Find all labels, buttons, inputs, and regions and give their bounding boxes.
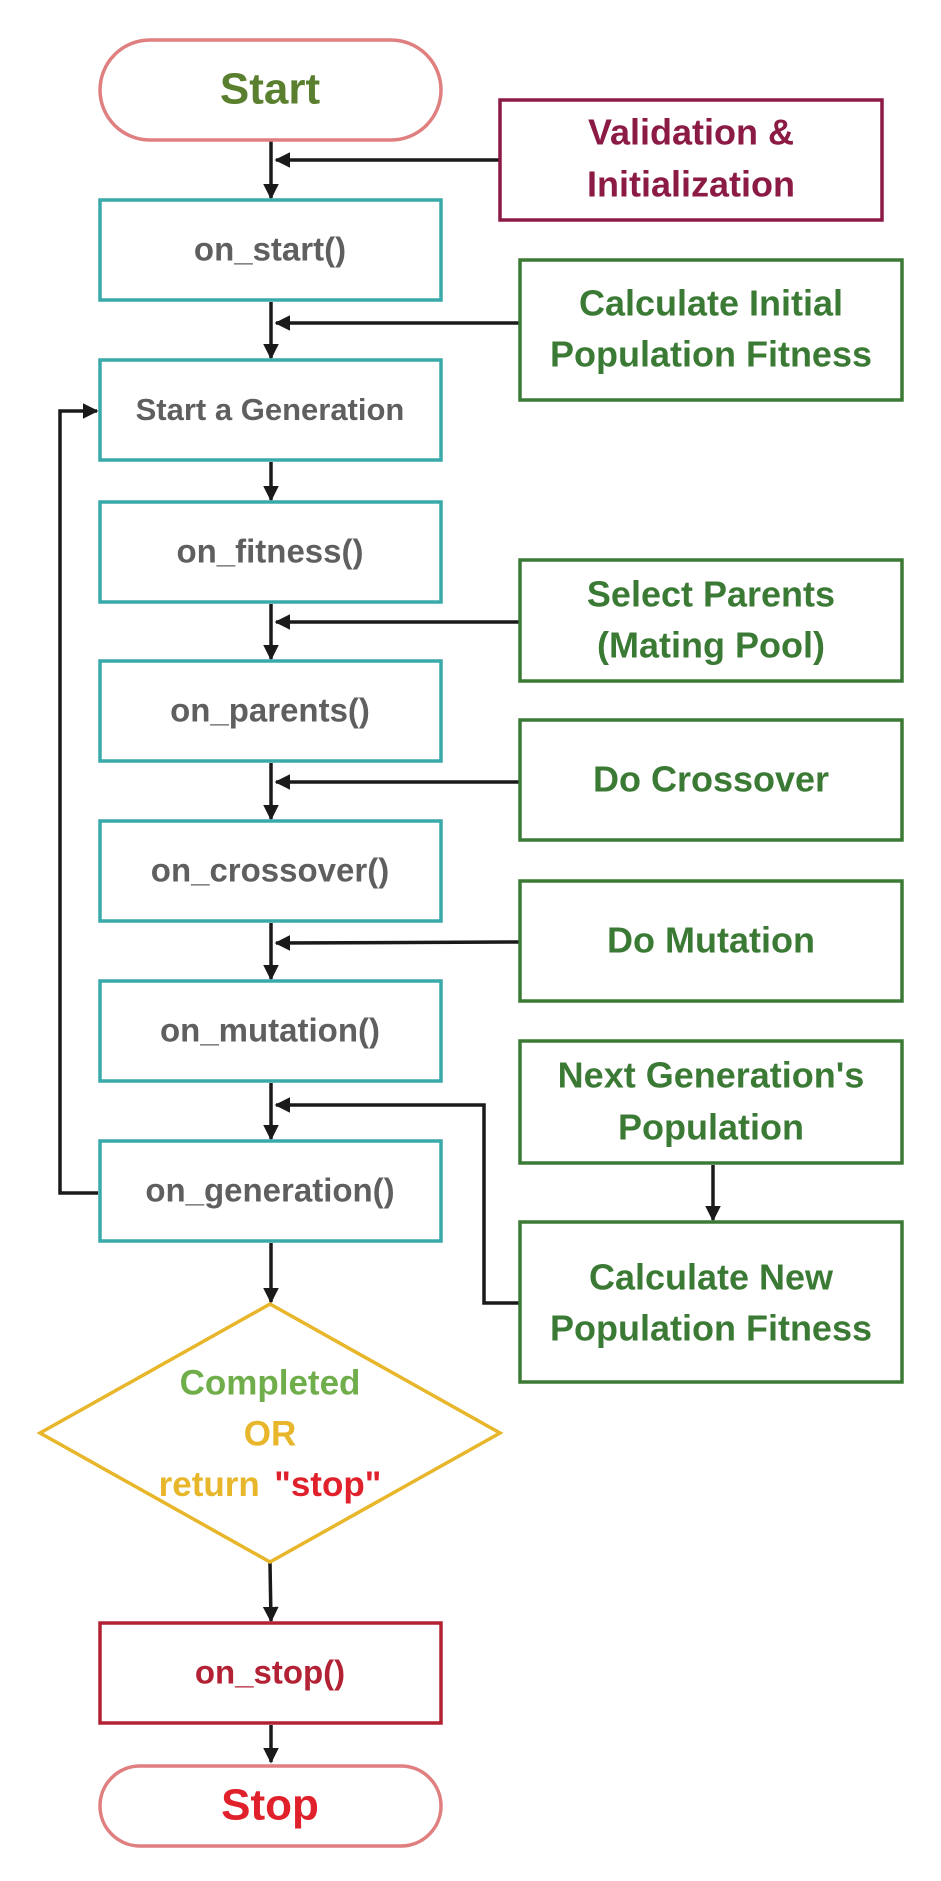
validation-node: Validation & Initialization [498, 98, 884, 222]
on-crossover-box [98, 819, 443, 923]
hook-boxes [98, 198, 443, 1243]
side-flow-arrows [58, 152, 721, 1305]
decision-return-line: return "stop" [159, 1465, 382, 1504]
loop-back-arrow [58, 403, 99, 1195]
new-fitness-label-line1: Calculate New [589, 1257, 834, 1298]
mutation-box [518, 879, 904, 1003]
on-generation-box [98, 1139, 443, 1243]
initial-fitness-box [518, 258, 904, 402]
on-mutation-label: on_mutation() [160, 1012, 380, 1049]
initial-fitness-label-line2: Population Fitness [550, 334, 872, 375]
on-start-box [98, 198, 443, 302]
decision-return-keyword: return [159, 1465, 260, 1504]
on-mutation-box [98, 979, 443, 1083]
decision-node: Completed OR return "stop" [36, 1301, 504, 1565]
mutation-label: Do Mutation [607, 920, 815, 961]
start-generation-label: Start a Generation [136, 392, 405, 427]
next-generation-label-line1: Next Generation's [558, 1055, 865, 1096]
new-fitness-label-line2: Population Fitness [550, 1308, 872, 1349]
main-flow-arrows [262, 141, 279, 1764]
on-stop-label: on_stop() [195, 1654, 345, 1691]
process-boxes [518, 258, 904, 1384]
on-start-label: on_start() [194, 231, 346, 268]
start-label: Start [220, 65, 321, 114]
start-generation-box [98, 358, 443, 462]
validation-label-line1: Validation & [588, 112, 794, 153]
decision-completed-label: Completed [180, 1363, 361, 1402]
on-crossover-label: on_crossover() [151, 852, 389, 889]
decision-or-label: OR [244, 1414, 297, 1453]
decision-stop-value: "stop" [274, 1465, 381, 1504]
start-terminal: Start [98, 38, 443, 142]
new-fitness-box [518, 1220, 904, 1384]
arrow-decision-to-on-stop [262, 1562, 279, 1623]
on-fitness-box [98, 500, 443, 604]
select-parents-label-line1: Select Parents [587, 574, 835, 615]
on-fitness-label: on_fitness() [176, 533, 363, 570]
next-generation-box [518, 1039, 904, 1165]
arrow-mutation-feed [274, 935, 521, 951]
on-parents-label: on_parents() [170, 692, 370, 729]
on-stop-node: on_stop() [98, 1621, 443, 1725]
initial-fitness-label-line1: Calculate Initial [579, 283, 843, 324]
validation-label-line2: Initialization [587, 164, 795, 205]
crossover-box [518, 718, 904, 842]
next-generation-label-line2: Population [618, 1107, 804, 1148]
stop-terminal: Stop [98, 1764, 443, 1848]
on-generation-label: on_generation() [145, 1172, 394, 1209]
on-parents-box [98, 659, 443, 763]
arrow-new-fitness-feed [274, 1097, 520, 1305]
crossover-label: Do Crossover [593, 759, 829, 800]
select-parents-box [518, 558, 904, 683]
select-parents-label-line2: (Mating Pool) [597, 625, 825, 666]
stop-label: Stop [221, 1781, 319, 1830]
